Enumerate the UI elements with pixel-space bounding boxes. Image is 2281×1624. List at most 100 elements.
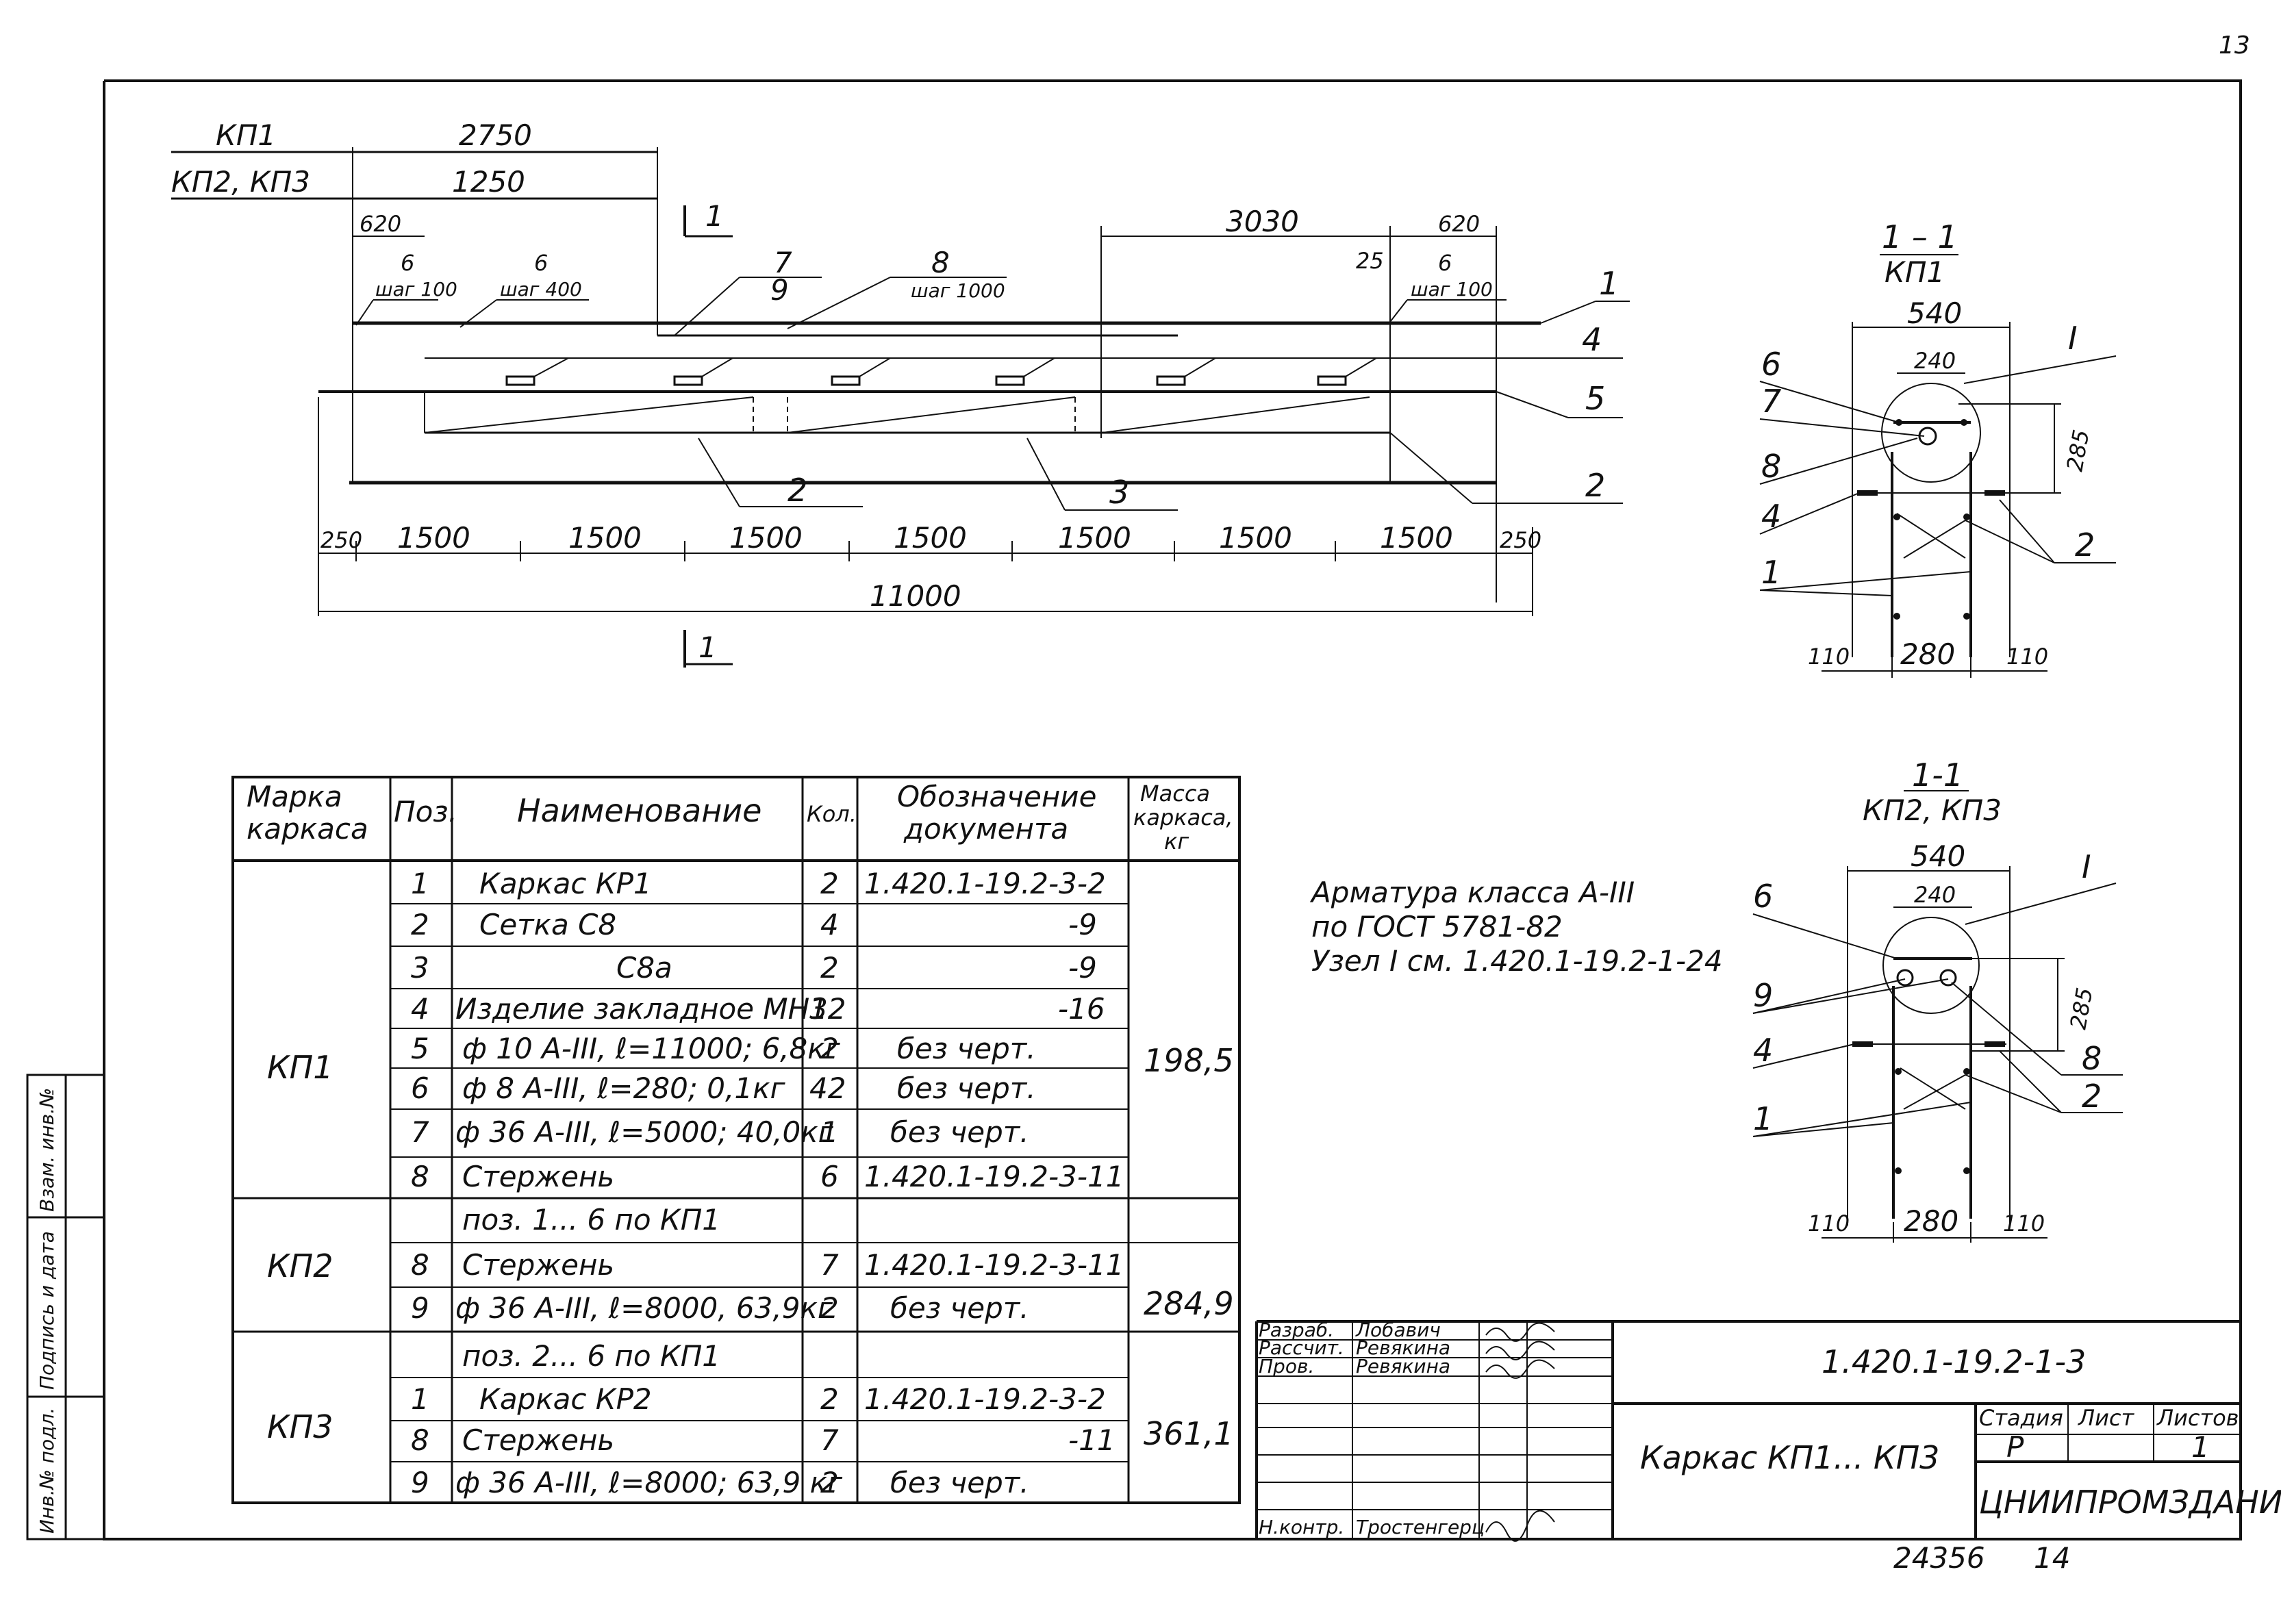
header-doc-1: Обозначение	[897, 780, 1096, 813]
row-qty: 6	[820, 1160, 839, 1193]
row-name: Стержень	[462, 1248, 614, 1282]
pos8-label: 8	[931, 246, 950, 279]
row-pos: 5	[411, 1032, 429, 1065]
section-kp2-title: 1-1	[1912, 757, 1963, 794]
kp2-callout-2: 2	[2082, 1078, 2102, 1115]
sheets-value: 1	[2191, 1430, 2210, 1464]
dim-bottom-8: 250	[1500, 527, 1541, 553]
row-name: С8а	[616, 951, 672, 985]
row-pos: 1	[411, 867, 429, 900]
row-name: ф 36 А-III, ℓ=8000, 63,9кг	[455, 1291, 833, 1325]
dim-1250: 1250	[452, 165, 525, 199]
org-name: ЦНИИПРОМЗДАНИЙ	[1979, 1484, 2281, 1521]
drawing-title: Каркас КП1... КП3	[1640, 1439, 1939, 1476]
kp2-dim-280: 280	[1904, 1204, 1958, 1238]
note-line-3: Узел I см. 1.420.1-19.2-1-24	[1311, 944, 1723, 978]
row-doc: без черт.	[897, 1032, 1036, 1065]
pos6-right-b: шаг 100	[1411, 278, 1493, 301]
callout-2-bottom: 2	[787, 472, 807, 509]
group-kp1-mass: 198,5	[1144, 1042, 1234, 1079]
group-kp1-mark: КП1	[267, 1049, 333, 1086]
header-mass-1: Масса	[1140, 781, 1210, 807]
row-name: Стержень	[462, 1160, 614, 1193]
pos9-label: 9	[770, 273, 789, 307]
row-name: Каркас КР1	[479, 867, 652, 900]
row-qty: 2	[820, 1382, 839, 1416]
bottom-number-left: 24356	[1893, 1541, 1985, 1575]
row-pos: 6	[411, 1071, 429, 1105]
row-name: ф 10 А-III, ℓ=11000; 6,8кг	[462, 1032, 841, 1065]
dim-bottom-5: 1500	[1058, 521, 1131, 555]
stage-label: Стадия	[1979, 1405, 2063, 1431]
kp2-dim-285: 285	[2065, 986, 2097, 1032]
pos6-mid-a: 6	[534, 250, 548, 276]
kp2-dim-110-left: 110	[1808, 1210, 1850, 1236]
kp2-callout-6: 6	[1753, 878, 1773, 915]
header-mass-3: кг	[1164, 828, 1189, 854]
group-kp2-mass: 284,9	[1144, 1285, 1234, 1322]
kp1-callout-8: 8	[1761, 448, 1781, 485]
kp2-node: I	[2082, 848, 2091, 885]
row-pos: 9	[411, 1466, 429, 1499]
row-qty: 42	[809, 1071, 846, 1105]
group-kp3-mark: КП3	[267, 1408, 333, 1445]
name-2: Ревякина	[1356, 1336, 1450, 1359]
row-qty: 1	[820, 1115, 839, 1149]
dim-bottom-7: 1500	[1380, 521, 1453, 555]
kp2-dim-240: 240	[1914, 882, 1956, 908]
callout-3: 3	[1109, 474, 1129, 511]
name-1: Лобавич	[1355, 1319, 1441, 1341]
row-pos: 8	[411, 1160, 429, 1193]
row-name: поз. 2... 6 по КП1	[462, 1339, 720, 1373]
group-kp2-mark: КП2	[267, 1247, 333, 1284]
callout-5: 5	[1585, 380, 1605, 417]
group-kp3-mass: 361,1	[1144, 1415, 1234, 1452]
kp1-dim-110-right: 110	[2006, 644, 2048, 670]
stamp-sign-label: Подпись и дата	[36, 1231, 58, 1390]
kp1-callout-4: 4	[1761, 498, 1781, 535]
row-pos: 8	[411, 1423, 429, 1457]
title-block: Разраб. Лобавич Рассчит. Ревякина Пров. …	[1255, 1319, 2281, 1542]
row-qty: 12	[809, 992, 846, 1026]
kp1-callout-7: 7	[1761, 383, 1781, 420]
role-3: Пров.	[1259, 1355, 1314, 1378]
pos7-label: 7	[774, 246, 792, 279]
kp1-node: I	[2068, 320, 2078, 357]
row-doc: без черт.	[890, 1291, 1029, 1325]
doc-code: 1.420.1-19.2-1-3	[1822, 1343, 2086, 1380]
role-2: Рассчит.	[1259, 1336, 1344, 1359]
callout-2-right: 2	[1585, 467, 1605, 504]
row-pos: 3	[411, 951, 429, 985]
side-stamp: Инв.№ подл. Подпись и дата Взам. инв.№	[26, 1074, 105, 1540]
row-doc: -9	[1068, 951, 1097, 985]
kp1-callout-2: 2	[2075, 526, 2095, 563]
section-mark-bottom: 1	[698, 631, 717, 664]
row-pos: 1	[411, 1382, 429, 1416]
callout-1: 1	[1599, 265, 1619, 302]
kp2-callout-1: 1	[1753, 1100, 1773, 1137]
pos6-left-a: 6	[401, 250, 414, 276]
dim-bottom-6: 1500	[1219, 521, 1292, 555]
section-kp1-title: 1 – 1	[1882, 218, 1958, 255]
section-kp1-subtitle: КП1	[1885, 255, 1945, 289]
kp1-dim-240: 240	[1914, 348, 1956, 374]
dim-620-left: 620	[360, 211, 401, 237]
row-qty: 2	[820, 867, 839, 900]
spec-table: Марка каркаса Поз. Наименование Кол. Обо…	[231, 776, 1241, 1504]
kp1-dim-110-left: 110	[1808, 644, 1850, 670]
pos8-step: шаг 1000	[911, 279, 1005, 302]
row-pos: 2	[411, 908, 429, 941]
kp1-dim-280: 280	[1900, 637, 1955, 671]
row-name: ф 36 А-III, ℓ=8000; 63,9 кг	[455, 1466, 843, 1499]
row-name: Сетка С8	[479, 908, 616, 941]
header-qty: Кол.	[807, 801, 857, 827]
dim-620-right: 620	[1438, 211, 1480, 237]
header-mark-1: Марка	[247, 780, 342, 813]
kp2-callout-8: 8	[2082, 1040, 2102, 1077]
section-kp2-subtitle: КП2, КП3	[1863, 794, 2002, 827]
row-doc: -16	[1058, 992, 1105, 1026]
section-kp1: 1 – 1 КП1 540 240 285 I 6	[1759, 218, 2117, 678]
pos6-mid-b: шаг 400	[500, 278, 582, 301]
name-3: Ревякина	[1356, 1355, 1450, 1378]
